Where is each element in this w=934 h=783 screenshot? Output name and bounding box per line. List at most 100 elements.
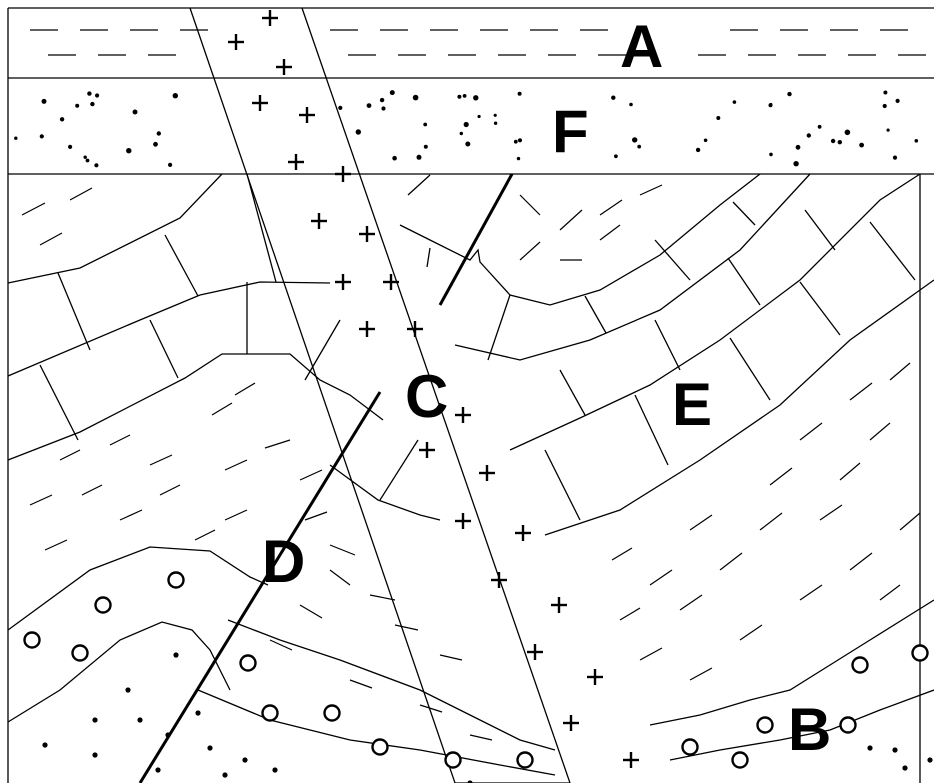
- shale-dash: [639, 647, 663, 661]
- shale-dash: [719, 552, 743, 571]
- sand-dot: [423, 122, 428, 127]
- pebble-circle: [323, 704, 341, 722]
- pebble-circle: [851, 656, 869, 674]
- sand-dot: [516, 156, 521, 161]
- sand-dot: [637, 144, 642, 149]
- plus-mark: [383, 274, 399, 290]
- sand-dot: [94, 163, 99, 168]
- sand-dot: [165, 732, 171, 738]
- plus-mark: [515, 525, 531, 541]
- pebble-circle: [839, 716, 857, 734]
- sand-dot: [457, 94, 462, 99]
- shale-dash: [619, 607, 641, 621]
- shale-dash: [849, 382, 873, 401]
- sand-dot: [465, 141, 471, 147]
- shale-dash: [329, 569, 351, 586]
- pebble-circle: [261, 704, 279, 722]
- shale-dash: [394, 624, 419, 631]
- shale-dash: [599, 224, 621, 241]
- shale-dash: [649, 569, 673, 586]
- shale-dash: [599, 199, 623, 216]
- label-f: F: [552, 98, 589, 165]
- sand-dot: [92, 752, 98, 758]
- shale-dash: [21, 202, 46, 216]
- shale-dash: [819, 504, 843, 521]
- shale-dash: [299, 604, 323, 619]
- sand-dot: [338, 105, 343, 110]
- sand-dot: [366, 103, 372, 108]
- plus-mark: [262, 10, 278, 26]
- sand-dot: [155, 767, 161, 773]
- sand-dot: [381, 106, 386, 111]
- label-e: E: [672, 371, 712, 438]
- shale-dash: [519, 241, 541, 261]
- sand-dot: [859, 142, 864, 148]
- sand-dot: [59, 117, 65, 122]
- sand-dot: [629, 102, 633, 107]
- pebble-circle: [516, 751, 534, 769]
- sand-dot: [695, 147, 701, 153]
- shale-dash: [264, 439, 291, 449]
- sand-dot: [473, 95, 479, 101]
- plus-mark: [419, 442, 435, 458]
- sand-dot: [477, 114, 481, 119]
- sand-dot: [844, 129, 851, 136]
- sand-dot: [137, 717, 143, 723]
- sand-dot: [732, 100, 737, 104]
- sand-dot: [68, 144, 73, 149]
- plus-mark: [276, 59, 292, 75]
- shale-dash: [419, 704, 443, 713]
- sand-dot: [611, 95, 616, 100]
- pebble-circle: [239, 654, 257, 672]
- pebble-circle: [444, 751, 462, 769]
- sand-dot: [883, 90, 888, 95]
- pebble-circle: [911, 644, 929, 662]
- dike-c-plus-pattern: [228, 10, 639, 768]
- plus-mark: [359, 226, 375, 242]
- plus-mark: [455, 513, 471, 529]
- sand-dot: [703, 138, 708, 143]
- sand-dot: [41, 98, 47, 104]
- sand-dot: [927, 757, 933, 763]
- sand-dot: [817, 124, 822, 129]
- shale-dash: [679, 594, 703, 611]
- shale-dash: [439, 654, 463, 661]
- fault-d: [138, 173, 514, 783]
- sand-dot: [83, 155, 87, 159]
- sand-dot: [173, 652, 179, 658]
- shale-dash: [299, 469, 323, 481]
- sand-dot: [85, 158, 90, 163]
- sand-dot: [914, 139, 919, 143]
- sand-dot: [392, 155, 397, 161]
- plus-mark: [288, 154, 304, 170]
- sand-dot: [272, 767, 278, 773]
- shale-dash: [109, 434, 131, 446]
- shale-dash: [769, 467, 793, 486]
- shale-dash: [211, 402, 233, 416]
- shale-dash: [159, 484, 181, 496]
- shale-dash: [879, 584, 901, 601]
- plus-mark: [527, 644, 543, 660]
- sand-dot: [768, 103, 773, 108]
- plus-mark: [551, 597, 567, 613]
- sand-dot: [892, 747, 898, 753]
- sand-dot: [379, 97, 385, 103]
- shale-dash: [329, 544, 356, 556]
- sand-dot: [172, 93, 178, 99]
- sand-dot: [389, 90, 395, 96]
- sand-dot: [493, 113, 497, 117]
- sand-dot: [892, 155, 898, 160]
- shale-dash: [269, 639, 293, 651]
- shale-dash: [304, 511, 328, 521]
- plus-mark: [479, 465, 495, 481]
- pebble-circle: [71, 644, 89, 662]
- layer-f-sandstone: [14, 90, 919, 168]
- pebble-circle: [167, 571, 185, 589]
- sand-dot: [769, 152, 773, 157]
- sand-dot: [787, 91, 792, 97]
- plus-mark: [252, 95, 268, 111]
- sand-dot: [39, 134, 44, 139]
- shale-dash: [899, 512, 921, 531]
- shale-dash: [149, 454, 173, 466]
